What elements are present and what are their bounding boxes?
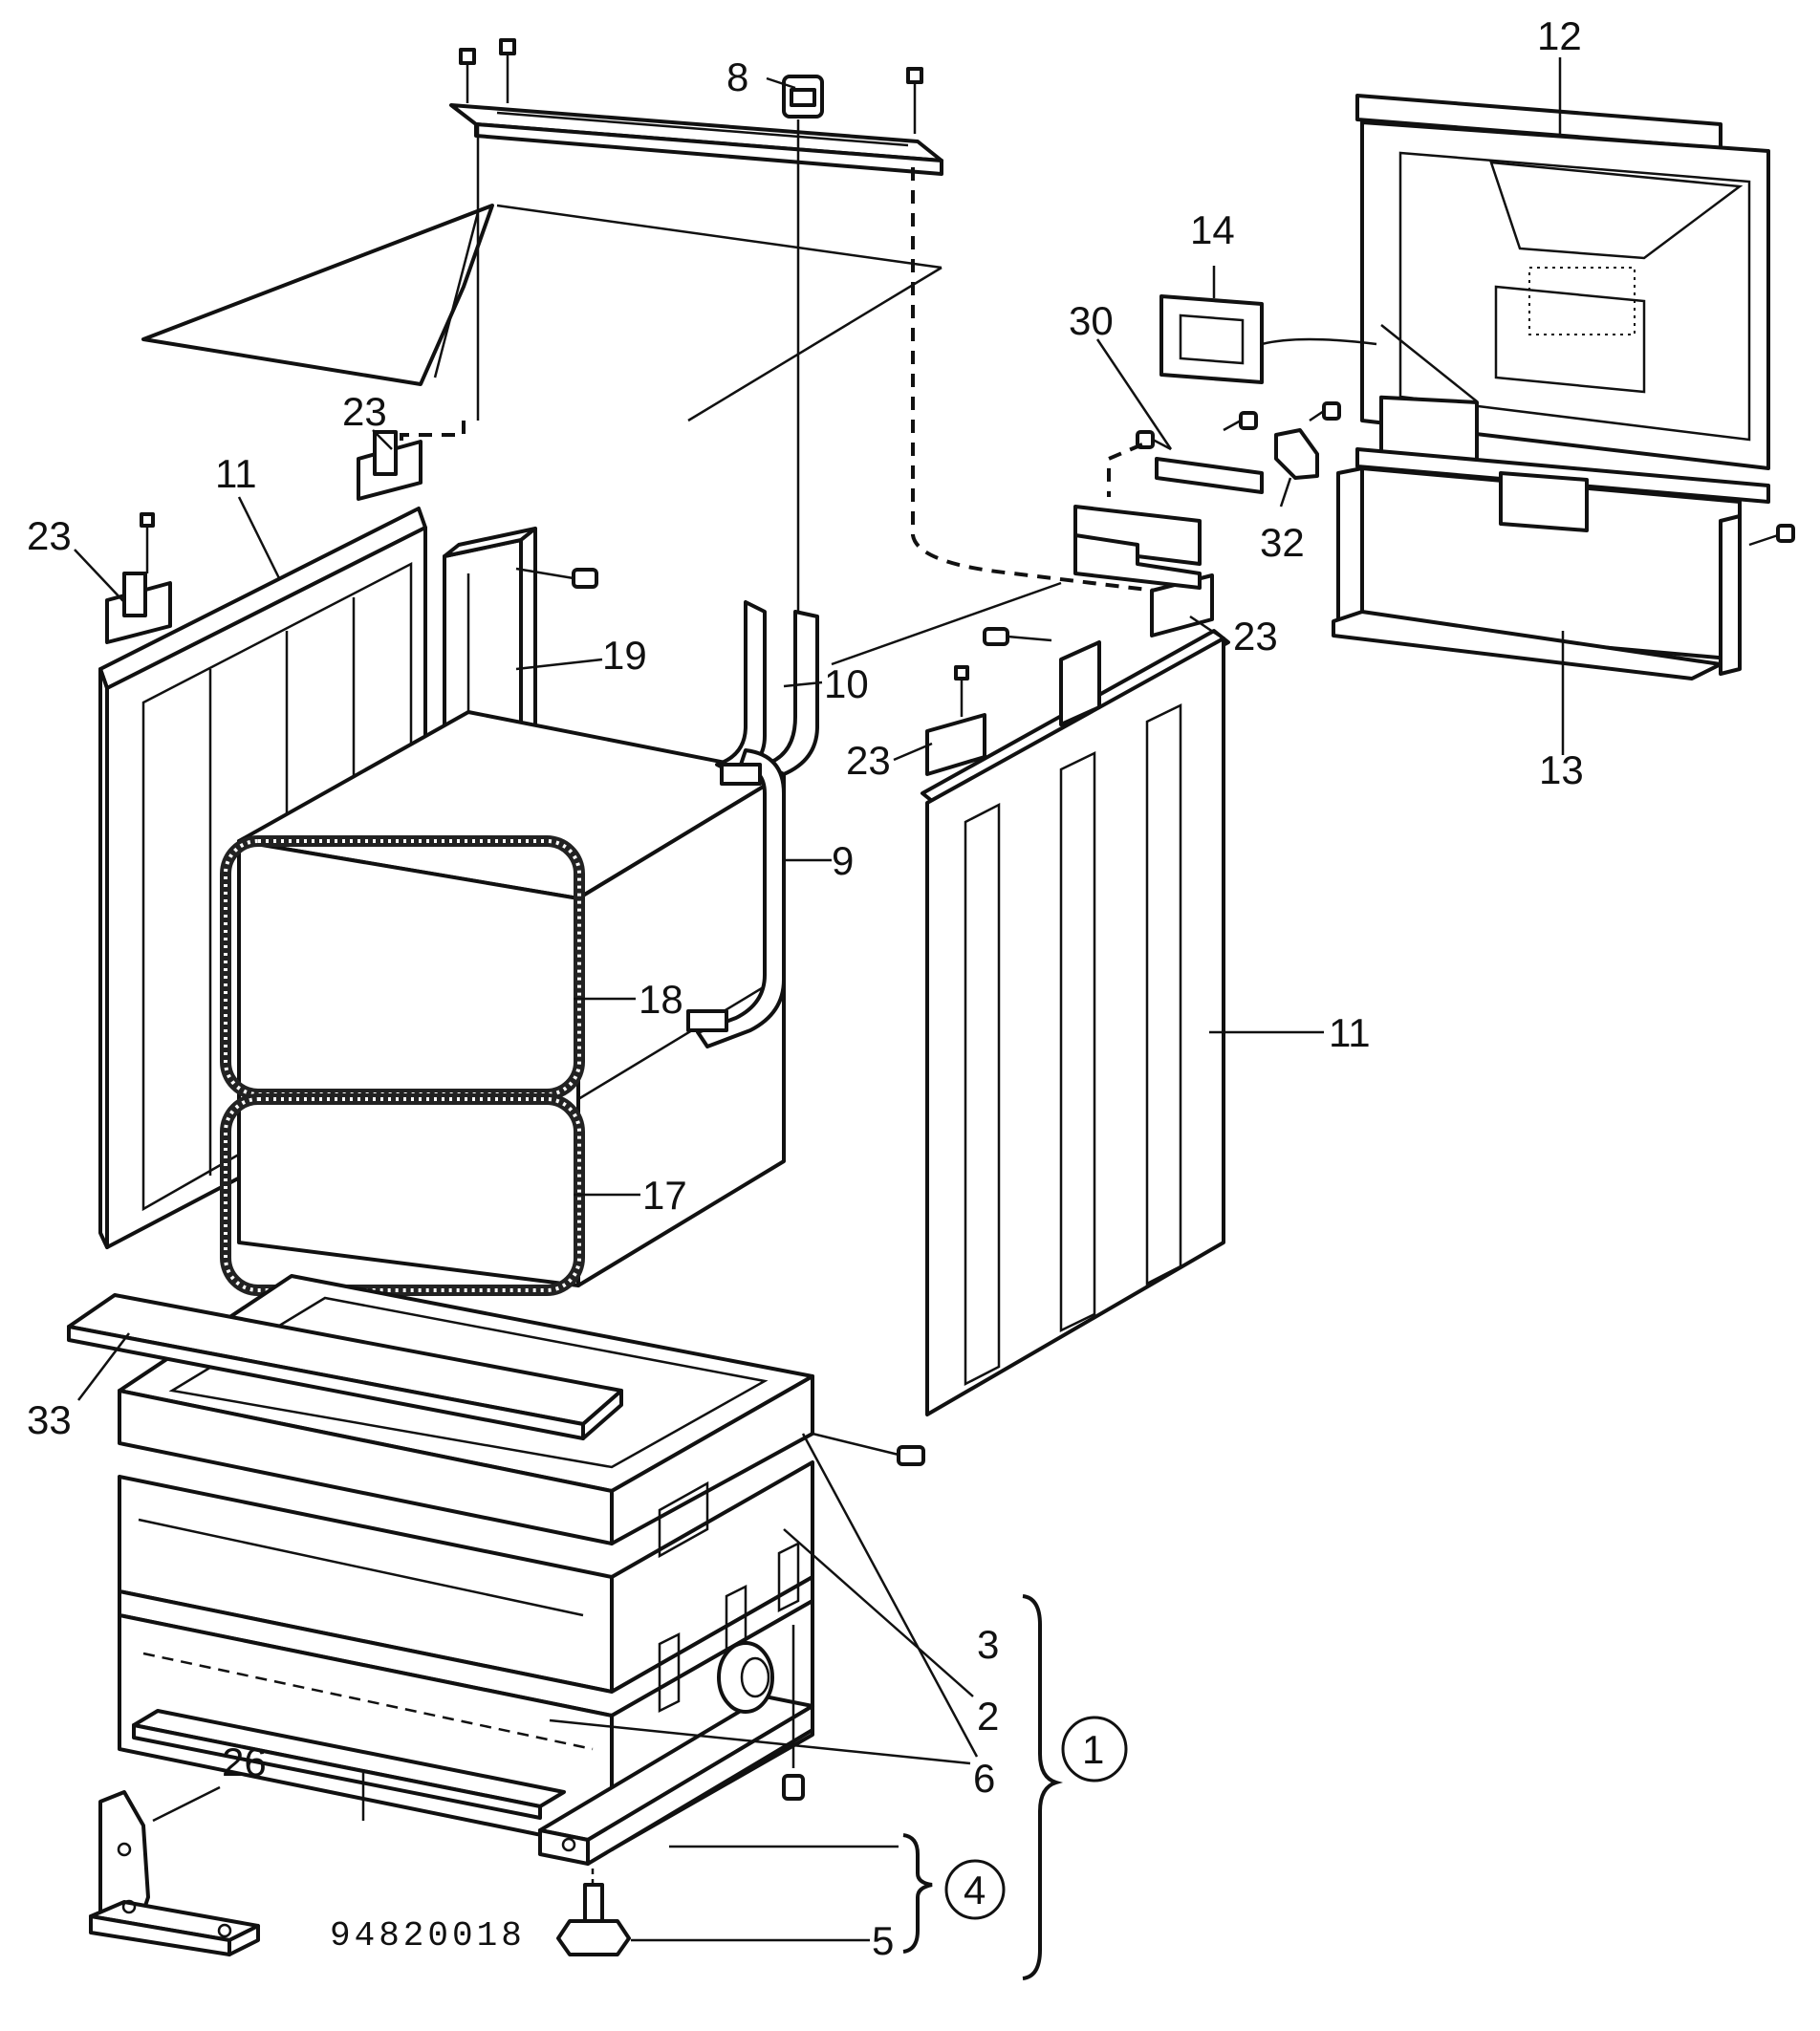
label-32: 32 (1260, 520, 1305, 565)
hinge-bracket-23 (357, 430, 422, 501)
label-1: 1 (1082, 1727, 1104, 1772)
label-3: 3 (977, 1622, 999, 1667)
label-23-a: 23 (342, 389, 387, 434)
group-brace (1022, 1594, 1064, 1980)
dashed-assembly-path (911, 167, 1173, 621)
back-lower-panel-13 (1332, 447, 1770, 681)
vent-grille-icon (1528, 267, 1636, 335)
assembly-line (687, 266, 942, 422)
part-labels: 8 12 14 30 32 13 23 23 23 23 11 11 19 10… (27, 13, 1584, 1963)
label-11-left: 11 (215, 451, 257, 496)
tube-9 (686, 748, 786, 1048)
label-23-b: 23 (27, 513, 72, 558)
part-8-clip (782, 75, 824, 119)
label-4: 4 (964, 1868, 986, 1912)
label-19: 19 (602, 633, 647, 678)
label-26: 26 (222, 1739, 267, 1784)
group-circle-4 (944, 1859, 1006, 1920)
right-side-panel (921, 629, 1230, 1416)
label-14: 14 (1190, 207, 1235, 252)
terminal-block-30 (1073, 457, 1264, 590)
label-18: 18 (639, 977, 683, 1022)
label-9: 9 (832, 838, 854, 883)
label-33: 33 (27, 1397, 72, 1442)
label-12: 12 (1537, 13, 1582, 58)
label-6: 6 (973, 1756, 995, 1801)
group-brace (902, 1833, 933, 1954)
foot-bracket-26 (89, 1790, 260, 1956)
dashed-assembly-path (400, 421, 466, 459)
top-panel (141, 204, 494, 386)
tube-10 (715, 600, 819, 776)
screw-icon (812, 1432, 925, 1466)
leveling-rail-4 (538, 1695, 814, 1866)
screw-icon (515, 567, 598, 589)
leader-lines (74, 57, 1565, 1942)
label-23-c: 23 (1233, 614, 1278, 659)
hinge-bracket-23 (105, 512, 172, 644)
label-13: 13 (1539, 747, 1584, 792)
assembly-line (831, 581, 1062, 666)
front-rail-33 (67, 1293, 623, 1440)
control-block-14 (1159, 294, 1377, 384)
leveling-foot-5 (556, 1919, 631, 1956)
wheel-icon (717, 1641, 774, 1714)
label-5: 5 (872, 1918, 894, 1963)
hinge-bracket-23 (925, 665, 986, 776)
group-circle-1 (1061, 1716, 1128, 1783)
dashed-assembly-path (1107, 443, 1143, 497)
assembly-line (496, 204, 942, 270)
label-30: 30 (1069, 298, 1114, 343)
back-panel-12 (1355, 94, 1770, 481)
oven-cavity-box (237, 710, 786, 1287)
label-11-right: 11 (1329, 1010, 1371, 1055)
label-8: 8 (726, 54, 748, 99)
screw-icon (983, 627, 1052, 646)
connector-32 (1274, 428, 1319, 480)
screw-icon (1748, 524, 1795, 547)
screw-icon (459, 38, 923, 134)
label-10: 10 (824, 661, 869, 706)
label-23-d: 23 (846, 738, 891, 783)
label-17: 17 (642, 1173, 687, 1218)
label-2: 2 (977, 1694, 999, 1739)
top-rail (449, 103, 943, 176)
rail-6 (132, 1709, 566, 1821)
drawing-code: 94820018 (330, 1916, 526, 1955)
